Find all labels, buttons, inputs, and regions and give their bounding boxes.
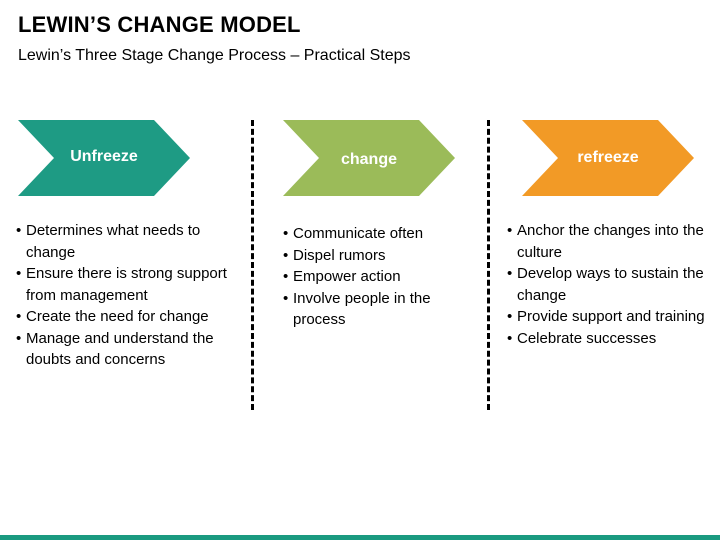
stage-divider <box>487 120 490 410</box>
list-item: Manage and understand the doubts and con… <box>16 328 244 371</box>
list-item: Dispel rumors <box>283 245 473 267</box>
list-item: Anchor the changes into the culture <box>507 220 707 263</box>
stage-change-label: change <box>340 151 397 168</box>
stage-refreeze-bullets: Anchor the changes into the culture Deve… <box>507 220 707 349</box>
list-item: Develop ways to sustain the change <box>507 263 707 306</box>
stage-unfreeze-bullets: Determines what needs to change Ensure t… <box>16 220 244 371</box>
stage-unfreeze-label: Unfreeze <box>70 148 138 165</box>
stage-refreeze-shape <box>522 120 694 196</box>
stage-unfreeze-shape <box>18 120 190 196</box>
list-item: Involve people in the process <box>283 288 473 331</box>
list-item: Provide support and training <box>507 306 707 328</box>
list-item: Communicate often <box>283 223 473 245</box>
stage-change-shape <box>283 120 455 196</box>
page-title: LEWIN’S CHANGE MODEL <box>18 12 301 37</box>
stage-change-bullets: Communicate often Dispel rumors Empower … <box>283 223 473 331</box>
page-subtitle: Lewin’s Three Stage Change Process – Pra… <box>18 47 411 64</box>
footer-bar <box>0 535 720 540</box>
stage-divider <box>251 120 254 410</box>
list-item: Create the need for change <box>16 306 244 328</box>
list-item: Determines what needs to change <box>16 220 244 263</box>
list-item: Empower action <box>283 266 473 288</box>
list-item: Ensure there is strong support from mana… <box>16 263 244 306</box>
stage-unfreeze-chevron: Unfreeze <box>18 120 190 196</box>
stage-refreeze-chevron: refreeze <box>522 120 694 196</box>
stage-refreeze-label: refreeze <box>577 149 639 166</box>
stage-change-chevron: change <box>283 120 455 196</box>
list-item: Celebrate successes <box>507 328 707 350</box>
